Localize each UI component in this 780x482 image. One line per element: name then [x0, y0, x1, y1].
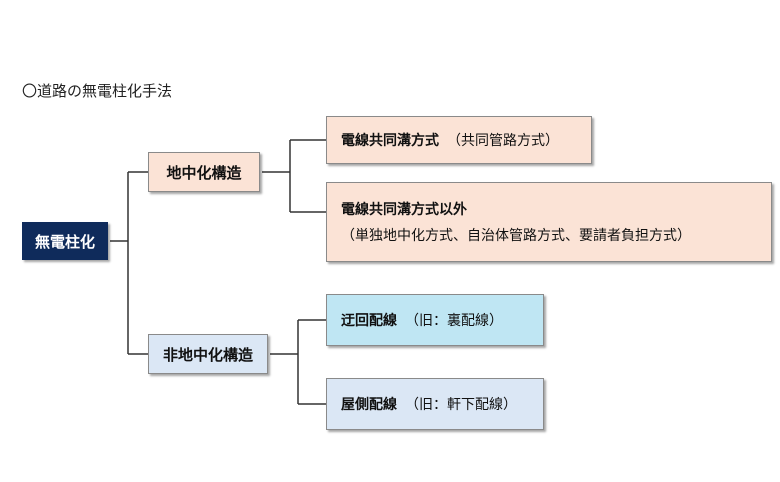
leaf-common-duct-title: 電線共同溝方式: [341, 133, 439, 149]
branch-underground: 地中化構造: [148, 152, 260, 192]
leaf-other-methods-detail: （単独地中化方式、自治体管路方式、要請者負担方式）: [341, 228, 691, 244]
branch-non-underground-label: 非地中化構造: [162, 345, 253, 364]
branch-underground-label: 地中化構造: [166, 163, 242, 182]
leaf-eaves-wiring-title: 屋側配線: [341, 397, 397, 413]
branch-non-underground: 非地中化構造: [148, 334, 268, 374]
leaf-detour-wiring-detail: （旧：裏配線）: [405, 313, 503, 329]
leaf-detour-wiring: 迂回配線 （旧：裏配線）: [326, 294, 544, 346]
leaf-eaves-wiring-detail: （旧：軒下配線）: [405, 397, 517, 413]
leaf-common-duct-detail: （共同管路方式）: [447, 133, 559, 149]
leaf-detour-wiring-title: 迂回配線: [341, 313, 397, 329]
root-node: 無電柱化: [22, 222, 108, 260]
root-label: 無電柱化: [34, 232, 95, 251]
leaf-common-duct: 電線共同溝方式 （共同管路方式）: [326, 116, 592, 164]
leaf-other-methods: 電線共同溝方式以外 （単独地中化方式、自治体管路方式、要請者負担方式）: [326, 182, 772, 262]
leaf-eaves-wiring: 屋側配線 （旧：軒下配線）: [326, 378, 544, 430]
diagram-heading: 〇道路の無電柱化手法: [22, 82, 173, 100]
leaf-other-methods-title: 電線共同溝方式以外: [341, 202, 467, 218]
